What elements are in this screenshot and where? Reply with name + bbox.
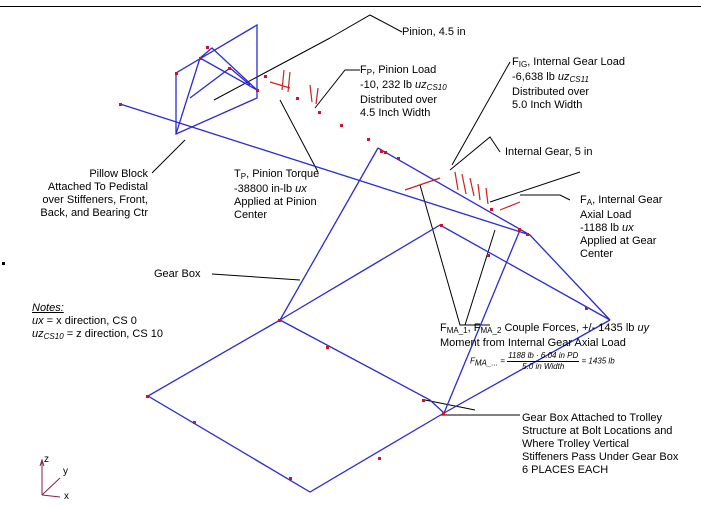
leader-gearbox [211, 273, 301, 281]
node [296, 97, 299, 100]
node [367, 138, 370, 141]
node [278, 319, 281, 322]
node [490, 208, 493, 211]
axis-triad-icon [39, 458, 61, 498]
node [487, 254, 490, 257]
load-arrow-icon [309, 84, 313, 103]
leader-torque [279, 99, 319, 173]
label-gear-box-attached: Gear Box Attached to Trolley Structure a… [522, 412, 679, 476]
gear-box-inner-b [279, 319, 445, 414]
pillow-block-frame-c [199, 47, 258, 91]
node [175, 72, 178, 75]
label-pillow-block: Pillow Block Attached To Pedistal over S… [40, 168, 148, 219]
torque-arrow [269, 81, 291, 89]
axis-label-x: x [64, 491, 69, 502]
leader-internal-gear [449, 136, 501, 171]
leader-gear-load [451, 61, 511, 166]
pillow-block-frame-d [189, 67, 251, 99]
gear-box-right [377, 147, 611, 321]
leader-pinion-len-b [329, 14, 403, 39]
load-arrow-icon [461, 173, 467, 195]
node [206, 46, 209, 49]
leader-pinion-len [213, 37, 331, 101]
node [442, 412, 445, 415]
label-internal-gear-load: FIG, Internal Gear Load -6,638 lb uzCS11… [512, 56, 626, 111]
node [146, 395, 149, 398]
axial-arrow-b [499, 201, 521, 211]
notes-block: Notes: ux = x direction, CS 0 uzCS10 = z… [32, 302, 163, 341]
load-arrow-icon [454, 171, 459, 191]
leader-couple-b [464, 229, 496, 326]
leader-internal-gear-b [489, 171, 581, 203]
pillow-block-frame-b [175, 57, 258, 135]
node [518, 228, 521, 231]
node [380, 150, 383, 153]
load-arrow-icon [485, 187, 489, 205]
node [397, 157, 400, 160]
node [340, 124, 343, 127]
axial-arrow-a [404, 177, 441, 191]
load-arrow-icon [287, 71, 291, 93]
axis-label-y: y [63, 466, 68, 477]
node [228, 67, 231, 70]
leader-attached-b [424, 399, 476, 411]
axis-label-z: z [44, 454, 49, 465]
load-arrow-icon [281, 69, 285, 91]
load-arrow-icon [315, 87, 319, 105]
node [193, 421, 196, 424]
leader-pinion-load [314, 69, 360, 109]
node [526, 233, 529, 236]
node [384, 151, 387, 154]
edge-marker [2, 262, 5, 265]
gear-box-inner-a [443, 229, 521, 414]
node [199, 57, 202, 60]
node [119, 103, 122, 106]
gear-box-top [279, 147, 379, 321]
load-arrows [269, 69, 521, 211]
leader-axial [520, 194, 571, 201]
load-arrow-icon [477, 183, 481, 201]
node [289, 477, 292, 480]
label-pinion-torque: TP, Pinion Torque -38800 in-lb ux Applie… [234, 168, 320, 221]
label-pinion-length: Pinion, 4.5 in [402, 26, 466, 38]
node [318, 111, 321, 114]
leader-pillow [151, 139, 186, 174]
node [264, 75, 267, 78]
label-internal-gear-length: Internal Gear, 5 in [505, 146, 593, 158]
node [326, 346, 329, 349]
label-couple-forces: FMA_1, FMA_2 Couple Forces, +/- 1435 lb … [440, 322, 650, 349]
node [256, 89, 259, 92]
pinion-shaft [119, 103, 531, 236]
top-border [0, 6, 701, 7]
label-gear-box: Gear Box [154, 268, 201, 280]
gear-box-base [146, 319, 611, 493]
load-arrow-icon [469, 177, 475, 197]
node [422, 399, 425, 402]
node [378, 457, 381, 460]
label-axial-load: FA, Internal Gear Axial Load -1188 lb ux… [580, 194, 663, 260]
node [440, 224, 443, 227]
label-pinion-load: FP, Pinion Load -10, 232 lb uzCS10 Distr… [360, 64, 447, 119]
node [585, 307, 588, 310]
pillow-block-frame-a [175, 23, 258, 136]
mesh-nodes [119, 46, 588, 480]
